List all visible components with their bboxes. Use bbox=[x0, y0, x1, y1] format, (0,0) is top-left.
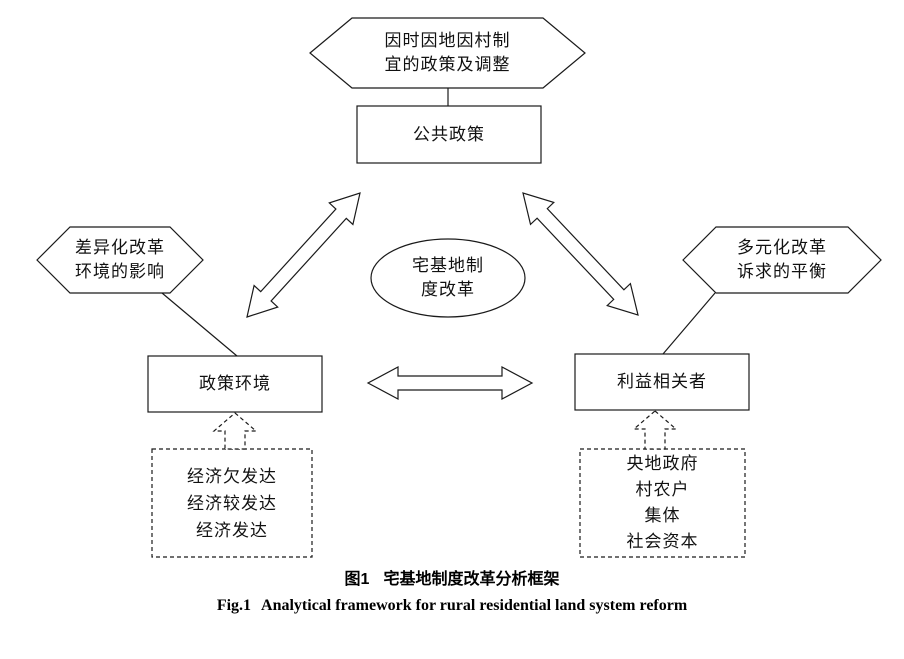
economy-to-policy-environment-arrow bbox=[212, 412, 258, 450]
caption-zh-title: 宅基地制度改革分析框架 bbox=[383, 571, 560, 588]
public-policy-stakeholders-arrow bbox=[522, 192, 639, 316]
caption-en-label: Fig.1 bbox=[216, 597, 252, 614]
caption-zh: 图1 宅基地制度改革分析框架 bbox=[0, 565, 904, 589]
stakeholders-box bbox=[574, 353, 750, 411]
public-policy-policy-environment-arrow bbox=[246, 192, 361, 318]
caption-zh-label: 图1 bbox=[344, 571, 370, 588]
policy-environment-box bbox=[147, 355, 323, 413]
caption-en-title: Analytical framework for rural residenti… bbox=[261, 597, 688, 614]
stakeholder-list-box bbox=[579, 448, 746, 558]
right-hexagon-connector bbox=[662, 292, 716, 355]
reform-ellipse bbox=[370, 238, 526, 318]
stakeholder-types-to-stakeholders-arrow bbox=[632, 410, 678, 450]
economy-list-box bbox=[151, 448, 313, 558]
left-hexagon-connector bbox=[161, 292, 238, 357]
public-policy-box bbox=[356, 105, 542, 164]
adaptive-policy-hexagon bbox=[309, 17, 586, 89]
diverse-demands-hexagon bbox=[682, 226, 882, 294]
differential-environment-hexagon bbox=[36, 226, 204, 294]
caption-en: Fig.1 Analytical framework for rural resi… bbox=[0, 597, 904, 615]
policy-environment-stakeholders-arrow bbox=[366, 366, 534, 400]
